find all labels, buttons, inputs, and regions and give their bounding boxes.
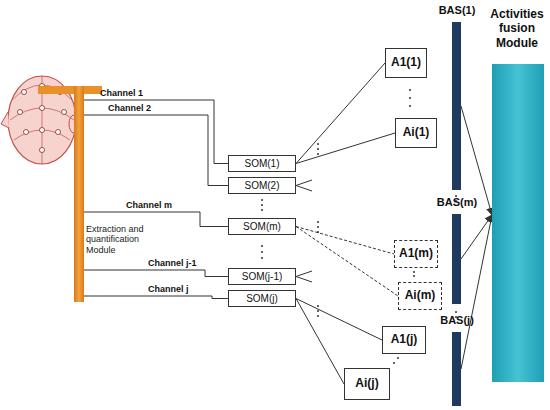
dot	[317, 221, 319, 223]
electrode-dot	[56, 130, 61, 135]
dot	[455, 311, 457, 313]
nose-shape	[1, 112, 9, 128]
dot	[317, 226, 319, 228]
som-box: SOM(j)	[228, 290, 296, 307]
dot	[317, 153, 319, 155]
bas-bar: BAS(m)	[452, 214, 461, 304]
som-box: SOM(2)	[228, 177, 296, 194]
channel-line	[84, 100, 228, 164]
dot	[317, 148, 319, 150]
som-label: SOM(2)	[245, 180, 280, 192]
dot	[261, 245, 263, 247]
activity-label: A1(j)	[391, 333, 418, 347]
dot	[317, 310, 319, 312]
channel-label: Channel m	[126, 200, 172, 210]
dot	[261, 251, 263, 253]
channel-label: Channel j	[148, 284, 189, 294]
activity-box: Ai(1)	[395, 118, 437, 148]
dot	[393, 362, 395, 364]
activity-label: Ai(1)	[403, 126, 430, 140]
dot	[261, 257, 263, 259]
dot	[317, 305, 319, 307]
dot	[409, 105, 411, 107]
output-line	[296, 63, 385, 164]
electrode-dot	[24, 130, 29, 135]
activity-box: A1(m)	[394, 240, 438, 268]
channel-label: Channel 1	[100, 88, 143, 98]
fusion-arrow	[461, 215, 492, 369]
fusion-arrow	[461, 215, 492, 259]
electrode-dot	[18, 110, 23, 115]
output-line	[296, 227, 394, 255]
channel-line	[84, 270, 228, 277]
dot	[413, 275, 415, 277]
output-stub	[296, 271, 312, 282]
module-arm	[38, 86, 102, 94]
som-label: SOM(1)	[245, 158, 280, 170]
electrode-dot	[22, 90, 27, 95]
bas-label: BAS(1)	[432, 4, 482, 17]
bas-label: BAS(j)	[432, 314, 482, 327]
dot	[261, 199, 263, 201]
electrode-dot	[40, 128, 45, 133]
electrode-dot	[62, 110, 67, 115]
activity-label: Ai(m)	[405, 289, 436, 303]
output-line	[296, 133, 395, 164]
dot	[317, 315, 319, 317]
dot	[413, 271, 415, 273]
output-stub	[296, 180, 312, 191]
channel-line	[84, 115, 228, 186]
output-line	[296, 227, 398, 297]
som-label: SOM(m)	[243, 221, 281, 233]
dot	[409, 97, 411, 99]
activity-box: A1(j)	[382, 326, 426, 354]
dot	[317, 231, 319, 233]
som-box: SOM(m)	[228, 218, 296, 235]
activity-label: Ai(j)	[355, 377, 378, 391]
activity-label: A1(m)	[399, 247, 433, 261]
dot	[317, 143, 319, 145]
channel-label: Channel j-1	[148, 258, 197, 268]
dot	[397, 357, 399, 359]
activity-box: Ai(m)	[398, 282, 442, 310]
electrode-dot	[40, 148, 45, 153]
dot	[409, 89, 411, 91]
bas-bar: BAS(1)	[452, 22, 461, 190]
electrode-dot	[40, 106, 45, 111]
bas-label: BAS(m)	[432, 196, 482, 209]
activity-label: A1(1)	[391, 56, 421, 70]
output-line	[296, 299, 344, 385]
activity-box: Ai(j)	[344, 368, 390, 400]
activity-box: A1(1)	[385, 48, 427, 78]
module-title: Extraction and quantification Module	[86, 224, 150, 255]
channel-line	[84, 296, 228, 299]
channel-label: Channel 2	[108, 103, 151, 113]
output-line	[296, 299, 382, 341]
som-label: SOM(j)	[246, 293, 278, 305]
dot	[261, 204, 263, 206]
bas-bar: BAS(j)	[452, 332, 461, 406]
som-label: SOM(j-1)	[242, 271, 283, 283]
extraction-module-bar: Extraction and quantification Module	[74, 86, 84, 302]
som-box: SOM(j-1)	[228, 268, 296, 285]
dot	[261, 209, 263, 211]
module-title: Activities fusion Module	[484, 7, 550, 50]
fusion-module: Activities fusion Module	[492, 64, 544, 382]
som-box: SOM(1)	[228, 155, 296, 172]
